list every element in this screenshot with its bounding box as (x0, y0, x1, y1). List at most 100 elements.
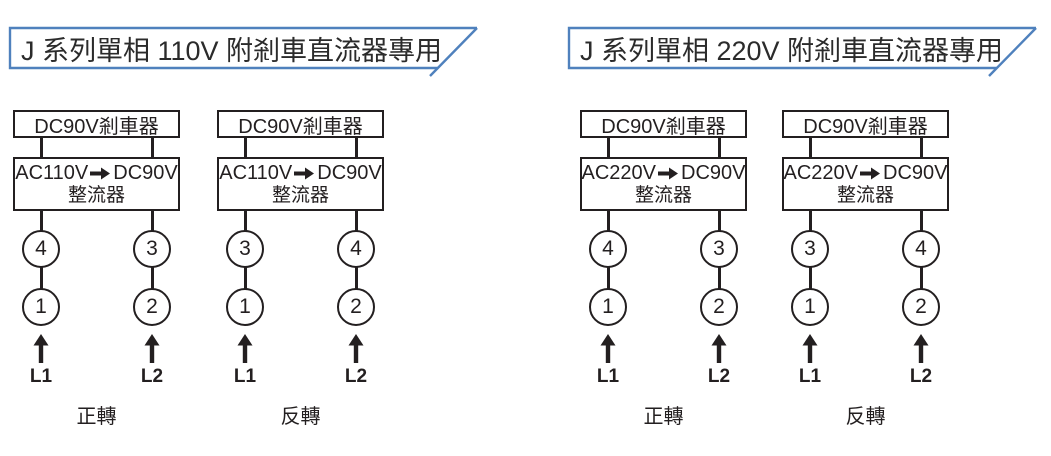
up-arrow-icon (600, 334, 616, 363)
brake-box-label: DC90V剎車器 (34, 115, 159, 138)
terminal-circle: 3 (791, 230, 829, 268)
terminal-circle: 4 (22, 230, 60, 268)
wire (717, 267, 721, 289)
supply-line-label: L1 (798, 366, 822, 387)
rectifier-label: 整流器 (634, 185, 692, 206)
rectifier-input-label: AC220V (581, 162, 657, 184)
brake-box-label: DC90V剎車器 (803, 115, 928, 138)
rectifier-output-label: DC90V (317, 162, 382, 184)
up-arrow-icon (913, 334, 929, 363)
panel-110v-title-banner: J 系列單相 110V 附剎車直流器專用 (8, 26, 478, 77)
rectifier-input-label: AC110V (15, 162, 89, 184)
rectifier-label: 整流器 (271, 185, 329, 206)
up-arrow-icon (802, 334, 818, 363)
wire (717, 137, 721, 158)
wire (808, 137, 812, 158)
brake-box-label: DC90V剎車器 (601, 115, 726, 138)
rotation-label: 正轉 (76, 406, 117, 428)
wire (39, 137, 43, 158)
terminal-circle: 2 (133, 288, 171, 326)
right-arrow-icon (860, 167, 881, 179)
rotation-label: 反轉 (845, 406, 886, 428)
rectifier-box: AC220V DC90V 整流器 (782, 157, 949, 211)
wire (39, 210, 43, 231)
panel-220v-title-banner: J 系列單相 220V 附剎車直流器專用 (567, 26, 1037, 77)
supply-line-label: L1 (233, 366, 257, 387)
rectifier-output-label: DC90V (681, 162, 746, 184)
supply-line-label: L2 (140, 366, 164, 387)
terminal-circle: 2 (337, 288, 375, 326)
up-arrow-icon (144, 334, 160, 363)
rectifier-output-label: DC90V (113, 162, 178, 184)
brake-box: DC90V剎車器 (782, 110, 949, 138)
supply-line-label: L2 (909, 366, 933, 387)
terminal-circle: 4 (589, 230, 627, 268)
rotation-label: 正轉 (643, 406, 684, 428)
brake-box-label: DC90V剎車器 (238, 115, 363, 138)
wire (717, 210, 721, 231)
rectifier-box: AC110V DC90V 整流器 (13, 157, 180, 211)
terminal-circle: 1 (226, 288, 264, 326)
panel-title: J 系列單相 110V 附剎車直流器專用 (21, 35, 443, 66)
wiring-subdiagram-reverse: DC90V剎車器 AC220V DC90V 整流器 3 4 1 2 L1 (782, 110, 949, 430)
wiring-subdiagram-reverse: DC90V剎車器 AC110V DC90V 整流器 3 4 1 2 L1 (217, 110, 384, 430)
panel-title: J 系列單相 220V 附剎車直流器專用 (580, 35, 1004, 66)
brake-box: DC90V剎車器 (580, 110, 747, 138)
wire (150, 137, 154, 158)
rectifier-box: AC110V DC90V 整流器 (217, 157, 384, 211)
wire (606, 267, 610, 289)
wire (39, 267, 43, 289)
wire (150, 210, 154, 231)
terminal-circle: 3 (226, 230, 264, 268)
up-arrow-icon (237, 334, 253, 363)
right-arrow-icon (294, 167, 315, 179)
rectifier-conversion: AC220V DC90V (582, 161, 746, 185)
rectifier-box: AC220V DC90V 整流器 (580, 157, 747, 211)
terminal-circle: 2 (700, 288, 738, 326)
wire (606, 137, 610, 158)
title-border-shape (567, 26, 1037, 77)
wire (243, 267, 247, 289)
rectifier-conversion: AC110V DC90V (219, 161, 382, 185)
wire (606, 210, 610, 231)
rectifier-conversion: AC220V DC90V (784, 161, 948, 185)
terminal-circle: 1 (791, 288, 829, 326)
wire (243, 137, 247, 158)
rectifier-label: 整流器 (67, 185, 125, 206)
wire (919, 137, 923, 158)
supply-line-label: L1 (29, 366, 53, 387)
rectifier-output-label: DC90V (883, 162, 948, 184)
wiring-subdiagram-forward: DC90V剎車器 AC110V DC90V 整流器 4 3 1 2 L1 (13, 110, 180, 430)
wire (150, 267, 154, 289)
supply-line-label: L1 (596, 366, 620, 387)
up-arrow-icon (348, 334, 364, 363)
rectifier-input-label: AC110V (219, 162, 293, 184)
rectifier-conversion: AC110V DC90V (15, 161, 178, 185)
wiring-subdiagram-forward: DC90V剎車器 AC220V DC90V 整流器 4 3 1 2 L1 (580, 110, 747, 430)
wire (808, 267, 812, 289)
right-arrow-icon (658, 167, 679, 179)
terminal-circle: 4 (337, 230, 375, 268)
up-arrow-icon (33, 334, 49, 363)
rectifier-label: 整流器 (836, 185, 894, 206)
terminal-circle: 2 (902, 288, 940, 326)
brake-box: DC90V剎車器 (13, 110, 180, 138)
wire (354, 267, 358, 289)
wire (808, 210, 812, 231)
up-arrow-icon (711, 334, 727, 363)
terminal-circle: 3 (700, 230, 738, 268)
terminal-circle: 4 (902, 230, 940, 268)
right-arrow-icon (90, 167, 111, 179)
supply-line-label: L2 (707, 366, 731, 387)
wire (919, 210, 923, 231)
wire (243, 210, 247, 231)
rotation-label: 反轉 (280, 406, 321, 428)
wire (919, 267, 923, 289)
terminal-circle: 1 (589, 288, 627, 326)
wire (354, 137, 358, 158)
title-border-shape (8, 26, 478, 77)
brake-box: DC90V剎車器 (217, 110, 384, 138)
wire (354, 210, 358, 231)
terminal-circle: 1 (22, 288, 60, 326)
